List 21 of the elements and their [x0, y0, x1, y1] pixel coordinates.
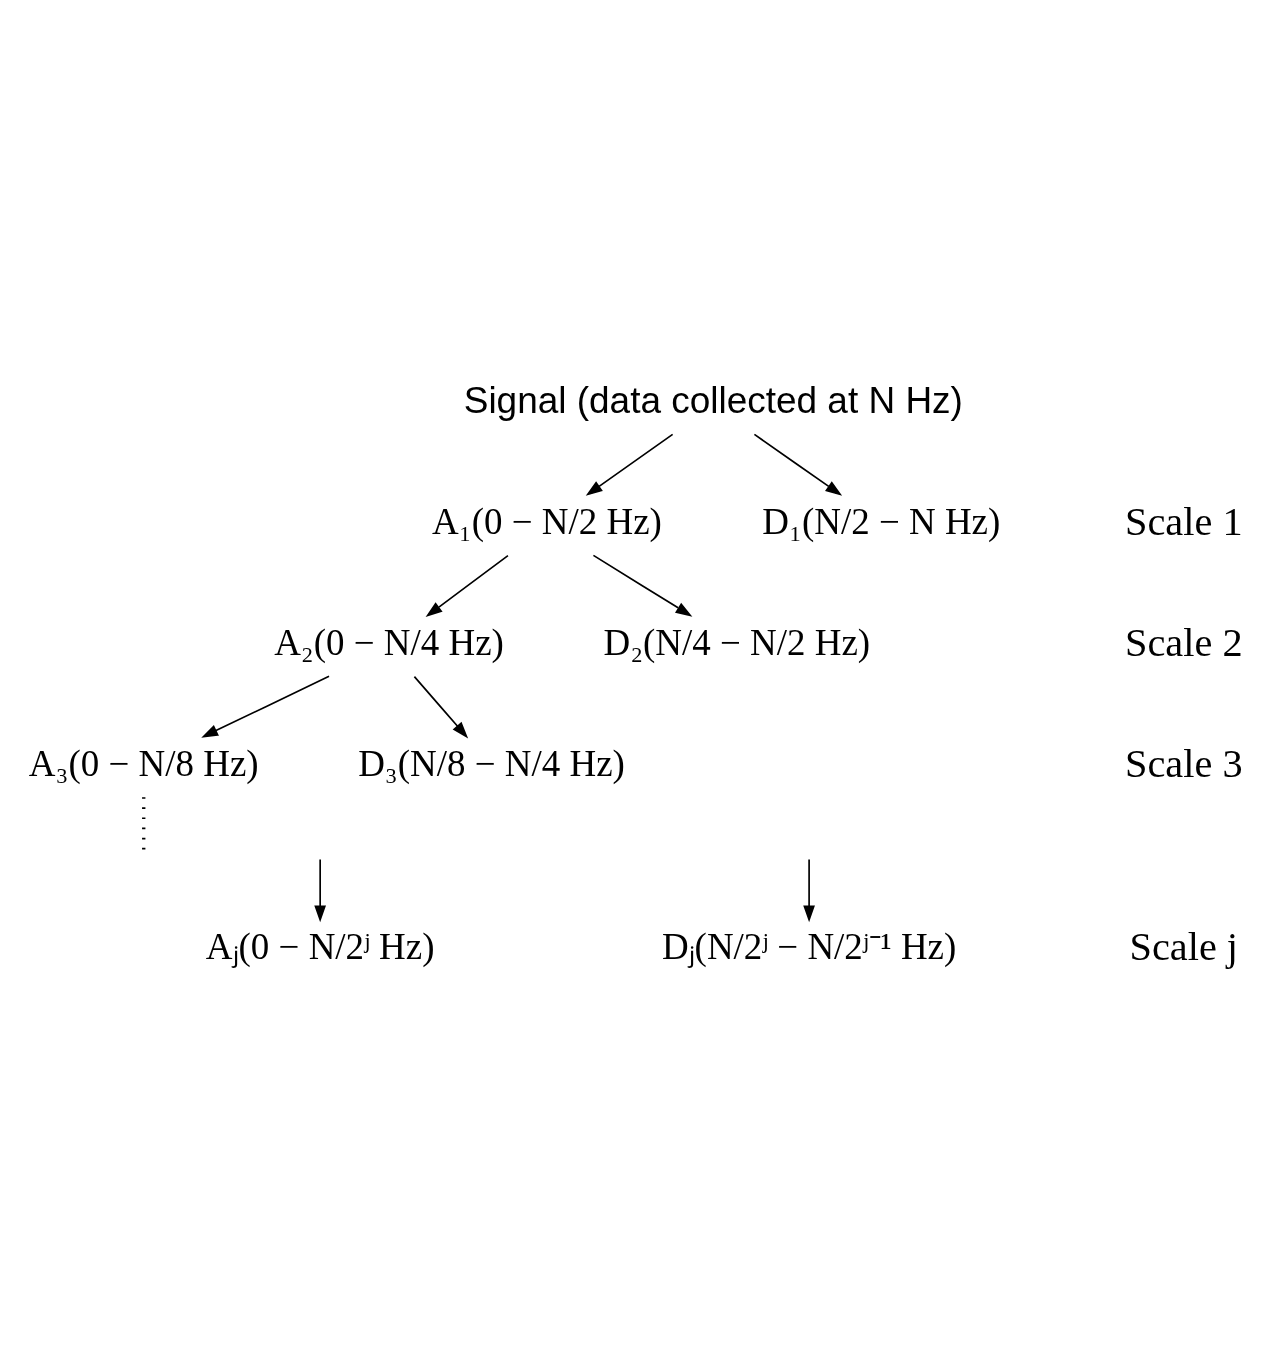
node-text: A₂(0 − N/4 Hz) [274, 621, 504, 663]
node-text: D₂(N/4 − N/2 Hz) [603, 621, 871, 663]
node-text: A₁(0 − N/2 Hz) [432, 500, 662, 542]
label: Scale j [1129, 923, 1239, 969]
node-text: Aⱼ(0 − N/2ʲ Hz) [205, 925, 435, 967]
arrow [592, 554, 693, 617]
node-text: A₃(0 − N/8 Hz) [28, 742, 259, 784]
node-text: D₁(N/2 − N Hz) [762, 500, 1001, 542]
arrow [201, 675, 330, 738]
arrow [585, 433, 674, 496]
arrow [413, 675, 469, 738]
arrow [425, 554, 509, 617]
label: Scale 1 [1125, 498, 1243, 544]
arrow [314, 858, 327, 922]
arrow [803, 858, 815, 922]
node-text: Dⱼ(N/2ʲ − N/2ʲ⁻¹ Hz) [661, 925, 957, 967]
node-text: D₃(N/8 − N/4 Hz) [358, 742, 625, 784]
label: Scale 3 [1125, 740, 1243, 786]
arrow [753, 433, 843, 496]
label: Scale 2 [1125, 619, 1243, 665]
node-text: Signal (data collected at N Hz) [463, 379, 963, 421]
